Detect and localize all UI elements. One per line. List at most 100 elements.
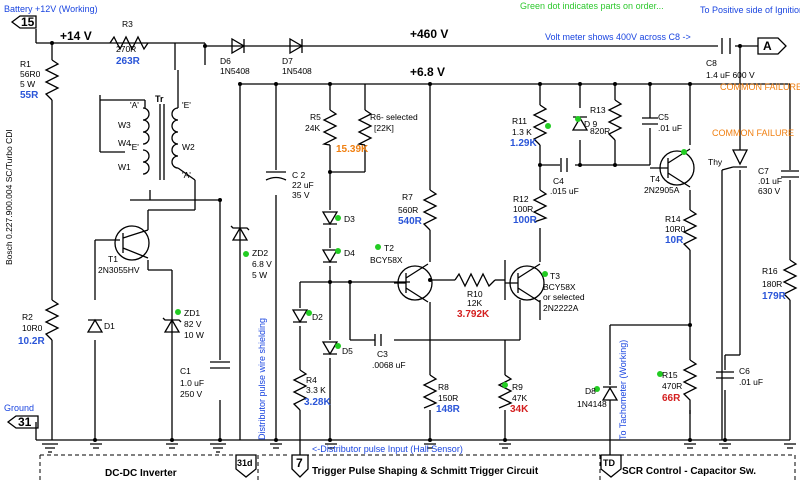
- r8-symbol: [422, 374, 438, 409]
- r1-ref: R1: [20, 59, 31, 69]
- t1-symbol: [114, 225, 150, 261]
- r16-value: 180R: [762, 279, 782, 289]
- terminal-a[interactable]: A: [757, 37, 787, 55]
- r4-measured: 3.28K: [304, 397, 331, 408]
- r2-symbol: [44, 299, 60, 341]
- r10-ref: R10: [467, 289, 483, 299]
- thy-ref: Thy: [708, 157, 723, 167]
- c1-value: 1.0 uF: [180, 378, 204, 388]
- rail-6v8: +6.8 V: [410, 65, 445, 79]
- r16-ref: R16: [762, 266, 778, 276]
- r16-symbol: [782, 259, 798, 301]
- c5-symbol: [642, 117, 658, 125]
- battery-note: Battery +12V (Working): [4, 4, 98, 14]
- terminal-31-label: 31: [18, 415, 32, 429]
- terminal-td[interactable]: TD: [600, 454, 622, 478]
- r8-labels: R8 150R 148R: [436, 382, 461, 415]
- c8-ref: C8: [706, 58, 717, 68]
- r6-value: [22K]: [374, 123, 394, 133]
- c6-value: .01 uF: [739, 377, 763, 387]
- d8-labels: D8 1N4148: [577, 386, 607, 409]
- r16-labels: R16 180R 179R: [762, 266, 787, 302]
- r12-symbol: [532, 189, 548, 223]
- terminal-31[interactable]: 31: [6, 415, 39, 429]
- zd1-ref: ZD1: [184, 308, 200, 318]
- r9-labels: R9 47K 34K: [510, 382, 529, 415]
- r7-symbol: [422, 189, 438, 231]
- d2-symbol: [291, 309, 309, 324]
- r13-value: 820R: [590, 126, 610, 136]
- r10-labels: R10 12K 3.792K: [457, 289, 490, 320]
- tr-mark-e1: 'E': [182, 100, 191, 110]
- d5-symbol: [321, 341, 339, 356]
- r7-ref: R7: [402, 192, 413, 202]
- zd1-labels: ZD1 82 V 10 W: [184, 308, 204, 340]
- r10-value: 12K: [467, 298, 482, 308]
- r4-ref: R4: [306, 375, 317, 385]
- c2-rating: 35 V: [292, 190, 310, 200]
- r8-measured: 148R: [436, 404, 461, 415]
- c1-ref: C1: [180, 366, 191, 376]
- r9-symbol: [497, 374, 513, 409]
- rail-14v: +14 V: [60, 29, 92, 43]
- r6-ref: R6- selected: [370, 112, 418, 122]
- rail-460v: +460 V: [410, 27, 448, 41]
- thy-failure-note: COMMON FAILURE: [712, 128, 794, 138]
- d6-labels: D6 1N5408: [220, 56, 250, 76]
- r11-measured: 1.29K: [510, 138, 537, 149]
- r9-ref: R9: [512, 382, 523, 392]
- r14-ref: R14: [665, 214, 681, 224]
- r1-labels: R1 56R0 5 W 55R: [20, 59, 41, 101]
- d9-ref: D 9: [584, 119, 598, 129]
- d7-symbol: [289, 37, 304, 55]
- t4-ref: T4: [650, 174, 660, 184]
- t4-value: 2N2905A: [644, 185, 680, 195]
- t1-labels: T1 2N3055HV: [98, 254, 140, 275]
- t1-value: 2N3055HV: [98, 265, 140, 275]
- terminal-7[interactable]: 7: [291, 454, 309, 478]
- r16-measured: 179R: [762, 291, 787, 302]
- r3-ref: R3: [122, 19, 133, 29]
- terminal-31d[interactable]: 31d: [235, 454, 257, 478]
- r14-value: 10R0: [665, 224, 686, 234]
- zd1-value: 82 V: [184, 319, 202, 329]
- t2-ref: T2: [384, 243, 394, 253]
- thy-symbol: [721, 149, 749, 171]
- c1-symbol: [210, 361, 230, 369]
- c4-labels: C4 .015 uF: [550, 176, 579, 196]
- r10-symbol: [454, 272, 496, 288]
- r2-labels: R2 10R0 10.2R: [18, 312, 45, 347]
- r6-labels: R6- selected [22K] 15.39K: [336, 112, 418, 155]
- c5-ref: C5: [658, 112, 669, 122]
- r13-labels: R13 820R: [590, 105, 610, 136]
- c3-labels: C3 .0068 uF: [372, 349, 406, 370]
- t3-value: BCY58X: [543, 282, 576, 292]
- d6-ref: D6: [220, 56, 231, 66]
- zd2-labels: ZD2 6.8 V 5 W: [252, 248, 272, 280]
- d1-ref: D1: [104, 321, 115, 331]
- d8-ref: D8: [585, 386, 596, 396]
- r12-ref: R12: [513, 194, 529, 204]
- c8-value: 1.4 uF 600 V: [706, 70, 755, 80]
- voltmeter-note: Volt meter shows 400V across C8 ->: [545, 32, 691, 42]
- terminal-31d-label: 31d: [237, 458, 253, 468]
- d8-value: 1N4148: [577, 399, 607, 409]
- r6-measured: 15.39K: [336, 144, 369, 155]
- thy-labels: Thy COMMON FAILURE: [708, 128, 794, 167]
- r3-symbol: [109, 35, 149, 51]
- bosch-label: Bosch 0.227.900.004 SC/Turbo CDI: [4, 129, 14, 265]
- transistor-symbols: [114, 148, 695, 303]
- c1-labels: C1 1.0 uF 250 V: [180, 366, 204, 399]
- capacitor-symbols: [210, 38, 799, 379]
- r11-labels: R11 1.3 K 1.29K: [510, 116, 537, 149]
- r2-ref: R2: [22, 312, 33, 322]
- r15-measured: 66R: [662, 393, 681, 404]
- c1-rating: 250 V: [180, 389, 203, 399]
- c6-labels: C6 .01 uF: [739, 366, 763, 387]
- terminal-15[interactable]: 15: [10, 15, 37, 29]
- r3-measured: 263R: [116, 56, 141, 67]
- r13-symbol: [607, 99, 623, 141]
- section-trigger: Trigger Pulse Shaping & Schmitt Trigger …: [312, 466, 539, 477]
- d6-symbol: [231, 37, 246, 55]
